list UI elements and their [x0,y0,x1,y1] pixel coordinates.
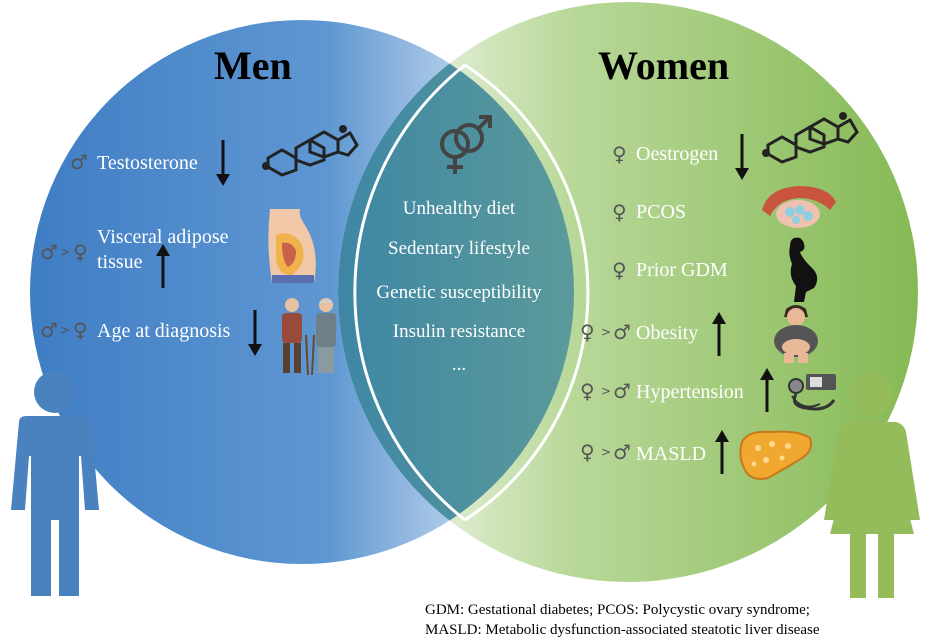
female-symbol: ♀ [73,318,88,342]
obese-woman-icon [774,305,818,363]
female-symbol: ♀ [580,440,595,464]
greater-than-sign: > [601,445,612,459]
greater-than-sign: > [601,325,612,339]
elderly-couple-icon [282,298,336,376]
shared-item-unhealthy-diet: Unhealthy diet [402,198,516,219]
steroid-molecule-icon [762,112,859,164]
women-item-hypertension: Hypertension [636,381,744,403]
shared-item-insulin-resistance: Insulin resistance [392,321,526,342]
shared-item-ellipsis: ... [451,354,467,375]
women-title: Women [598,43,730,88]
male-symbol: ♂ [40,240,58,264]
women-item-masld: MASLD [636,443,707,465]
women-item-obesity: Obesity [636,322,699,344]
female-symbol: ♀ [612,200,627,224]
female-symbol: ♀ [73,240,88,264]
greater-than-sign: > [60,323,71,337]
male-symbol: ♂ [613,379,631,403]
arrow-down-icon [735,134,749,180]
female-symbol: ♀ [612,142,627,166]
greater-than-sign: > [60,245,71,259]
abdomen-fat-icon [268,209,316,283]
female-symbol: ♀ [580,320,595,344]
men-item-visceral-adipose: Visceral adipose [97,226,229,248]
footnote-line-2: MASLD: Metabolic dysfunction-associated … [425,622,820,638]
women-item-prior-gdm: Prior GDM [636,259,728,281]
male-symbol: ♂ [40,318,58,342]
male-symbol: ♂ [613,320,631,344]
male-symbol: ♂ [70,150,88,174]
arrow-down-icon [248,310,262,356]
shared-item-genetic-susceptibility: Genetic susceptibility [376,282,542,303]
overlap-region [338,20,574,564]
male-symbol: ♂ [613,440,631,464]
female-symbol: ♀ [580,379,595,403]
gender-symbol-icon [440,115,492,174]
steroid-molecule-icon [262,125,359,177]
greater-than-sign: > [601,384,612,398]
men-item-visceral-adipose-line2: tissue [97,251,143,273]
female-symbol: ♀ [612,258,627,282]
arrow-down-icon [216,140,230,186]
footnote-line-1: GDM: Gestational diabetes; PCOS: Polycys… [425,602,810,618]
arrow-up-icon [156,244,170,288]
men-item-age-at-diagnosis: Age at diagnosis [97,320,231,342]
woman-silhouette-icon [824,373,920,598]
women-item-oestrogen: Oestrogen [636,143,719,165]
man-silhouette-icon [11,371,99,596]
arrow-up-icon [760,368,774,412]
fatty-liver-icon [739,430,812,480]
men-item-testosterone: Testosterone [97,152,198,174]
arrow-up-icon [715,430,729,474]
pregnant-woman-icon [789,237,818,302]
ovary-icon [762,186,836,228]
arrow-up-icon [712,312,726,356]
women-item-pcos: PCOS [636,201,687,223]
men-title: Men [214,43,292,88]
shared-item-sedentary-lifestyle: Sedentary lifestyle [388,238,530,259]
blood-pressure-monitor-icon [788,374,836,411]
